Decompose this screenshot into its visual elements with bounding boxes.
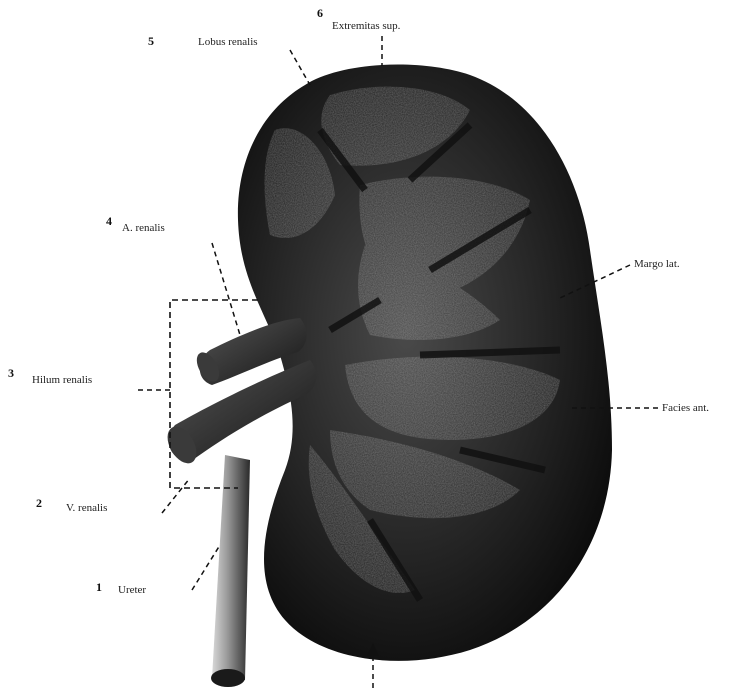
label-v-renalis: V. renalis <box>66 502 107 514</box>
label-number-6: 6 <box>317 6 323 21</box>
label-ureter: Ureter <box>118 584 146 596</box>
label-number-2: 2 <box>36 496 42 511</box>
label-extremitas-superior: Extremitas sup. <box>332 20 400 32</box>
label-a-renalis: A. renalis <box>122 222 165 234</box>
label-number-5: 5 <box>148 34 154 49</box>
label-number-3: 3 <box>8 366 14 381</box>
label-margo-lateralis: Margo lat. <box>634 258 680 270</box>
label-facies-anterior: Facies ant. <box>662 402 709 414</box>
ureter-cut <box>211 669 245 687</box>
label-hilum-renale: Hilum renalis <box>32 374 92 386</box>
label-number-1: 1 <box>96 580 102 595</box>
label-lobus-renalis: Lobus renalis <box>198 36 258 48</box>
label-number-4: 4 <box>106 214 112 229</box>
